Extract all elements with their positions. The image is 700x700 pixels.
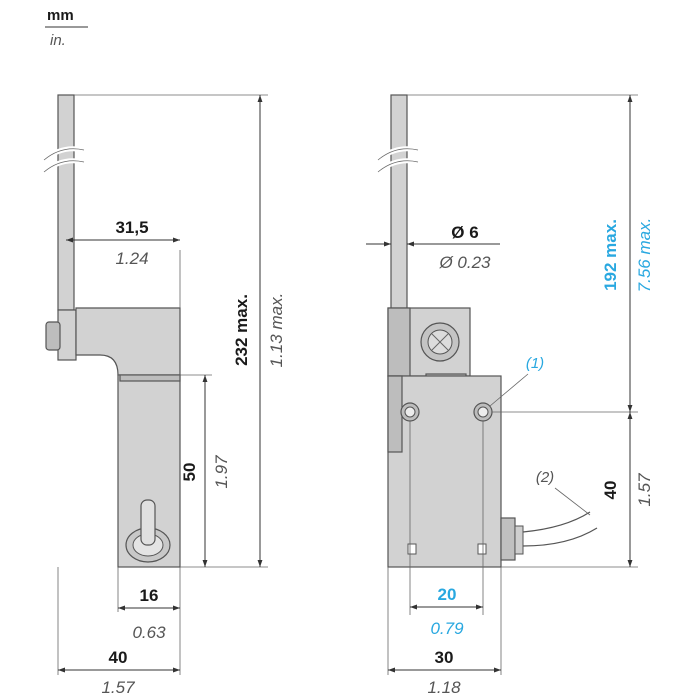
left-body-height-mm: 50 (180, 463, 199, 482)
left-overall-width-in: 1.57 (101, 678, 135, 697)
right-overall-width-mm: 30 (435, 648, 454, 667)
callout-2: (2) (536, 469, 554, 486)
right-overall-width-in: 1.18 (427, 678, 461, 697)
left-total-height-in: 1.13 max. (267, 293, 286, 368)
right-hole-spacing-mm: 20 (438, 585, 457, 604)
right-lever-rod (390, 94, 408, 311)
left-lever-rod (57, 94, 75, 311)
left-body-height-in: 1.97 (212, 455, 231, 489)
left-lever-plate (57, 309, 77, 361)
right-upper-height-mm: 192 max. (601, 219, 620, 291)
right-rod-dia-in: Ø 0.23 (438, 253, 491, 272)
right-rod-dia-mm: Ø 6 (451, 223, 478, 242)
right-lower-height-in: 1.57 (635, 473, 654, 507)
right-view: Ø 6 Ø 0.23 192 max. 7.56 max. (1) (2) 40… (366, 94, 654, 697)
left-plunger-width-mm: 16 (140, 586, 159, 605)
callout-1: (1) (526, 355, 544, 372)
right-upper-height-in: 7.56 max. (635, 218, 654, 293)
left-head-block (75, 307, 181, 376)
left-total-height-mm: 232 max. (232, 294, 251, 366)
left-overall-width-mm: 40 (109, 648, 128, 667)
unit-mm-label: mm (47, 7, 74, 24)
unit-in-label: in. (50, 32, 66, 49)
left-top-width-mm: 31,5 (115, 218, 148, 237)
left-view: 31,5 1.24 232 max. 1.13 max. 50 1.97 16 … (42, 94, 286, 697)
left-top-width-in: 1.24 (115, 249, 148, 268)
left-plunger-rod (140, 499, 156, 546)
right-lower-height-mm: 40 (601, 481, 620, 500)
right-cable-gland (500, 517, 516, 561)
right-cable (522, 511, 598, 547)
left-plunger-width-in: 0.63 (132, 623, 166, 642)
right-hole-spacing-in: 0.79 (430, 619, 464, 638)
